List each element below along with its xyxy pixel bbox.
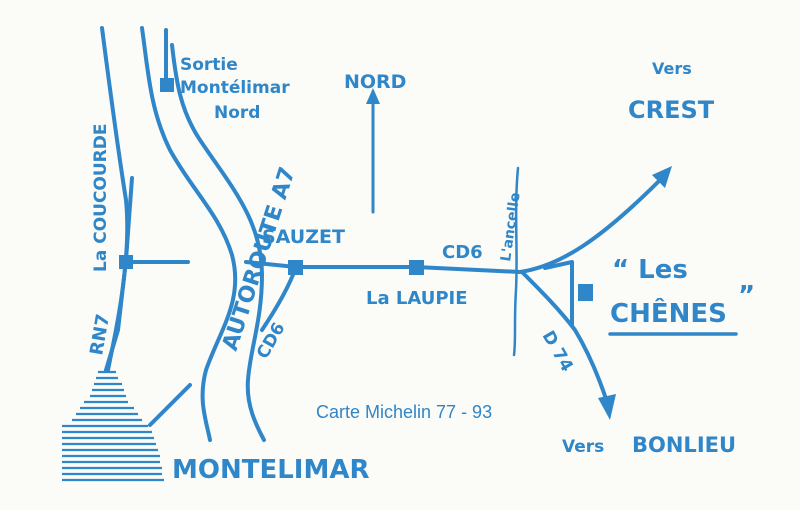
- d74-road: [520, 270, 610, 407]
- vers-crest-label-2: CREST: [628, 96, 715, 124]
- montelimar-city-icon: [62, 370, 164, 482]
- vers-crest-label-1: Vers: [652, 59, 692, 78]
- property-access: [543, 260, 574, 327]
- chenes-close-quote: ”: [738, 281, 755, 311]
- bonlieu-arrow-head: [598, 394, 616, 420]
- cd6-south-branch: [260, 265, 298, 332]
- cd6-main-label: CD6: [442, 242, 483, 263]
- ancelle-label: L'ancelle: [498, 191, 524, 262]
- crest-arrow-head: [652, 166, 672, 188]
- nord-label: NORD: [344, 71, 406, 93]
- north-arrow-head: [366, 88, 380, 104]
- laupie-square: [409, 260, 424, 275]
- sortie-label-line3: Nord: [214, 103, 260, 123]
- ancelle-stream: [512, 166, 520, 357]
- coucourde-square: [119, 255, 133, 269]
- autoroute-a7-label: AUTOROUTE A7: [218, 164, 301, 354]
- carte-michelin-label: Carte Michelin 77 - 93: [316, 402, 492, 422]
- chenes-square: [578, 284, 593, 301]
- montelimar-label: MONTELIMAR: [172, 455, 370, 485]
- rn7-road: [104, 176, 134, 372]
- vers-bonlieu-label-1: Vers: [562, 437, 604, 457]
- chenes-label: CHÊNES: [610, 297, 727, 329]
- vers-bonlieu-label-2: BONLIEU: [632, 433, 736, 457]
- la-laupie-label: La LAUPIE: [366, 288, 468, 309]
- d74-label: D 74: [538, 328, 577, 376]
- sauzet-square: [288, 260, 303, 275]
- sortie-square: [160, 78, 174, 92]
- la-coucourde-label: La COUCOURDE: [91, 123, 111, 272]
- south-road: [148, 383, 192, 427]
- les-label: “ Les: [612, 255, 688, 285]
- sortie-label-line2: Montélimar: [180, 78, 290, 98]
- sortie-label-line1: Sortie: [180, 55, 238, 75]
- sauzet-label: SAUZET: [262, 226, 345, 248]
- arrow-heads: [366, 88, 672, 420]
- autoroute-a7-left-line: [140, 26, 238, 442]
